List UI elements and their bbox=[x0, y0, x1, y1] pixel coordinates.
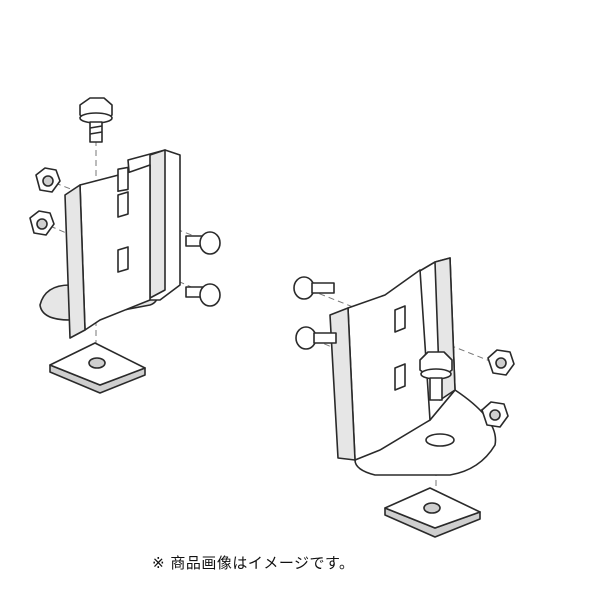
carriage-bolt-icon bbox=[293, 276, 335, 300]
image-disclaimer-caption: ※ 商品画像はイメージです。 bbox=[152, 554, 355, 572]
nut-icon bbox=[35, 167, 61, 193]
square-plate-icon bbox=[384, 487, 481, 538]
nut-icon bbox=[481, 401, 509, 428]
right-bracket-assembly bbox=[293, 257, 515, 538]
bolt-icon bbox=[79, 97, 113, 143]
carriage-bolt-icon bbox=[185, 231, 221, 255]
nut-icon bbox=[487, 349, 515, 376]
bolt-icon bbox=[419, 351, 453, 401]
nut-icon bbox=[29, 210, 55, 236]
left-bracket-assembly bbox=[29, 97, 221, 394]
square-plate-icon bbox=[49, 342, 146, 394]
carriage-bolt-icon bbox=[185, 283, 221, 307]
right-bracket-base bbox=[354, 389, 497, 476]
carriage-bolt-icon bbox=[295, 326, 337, 350]
